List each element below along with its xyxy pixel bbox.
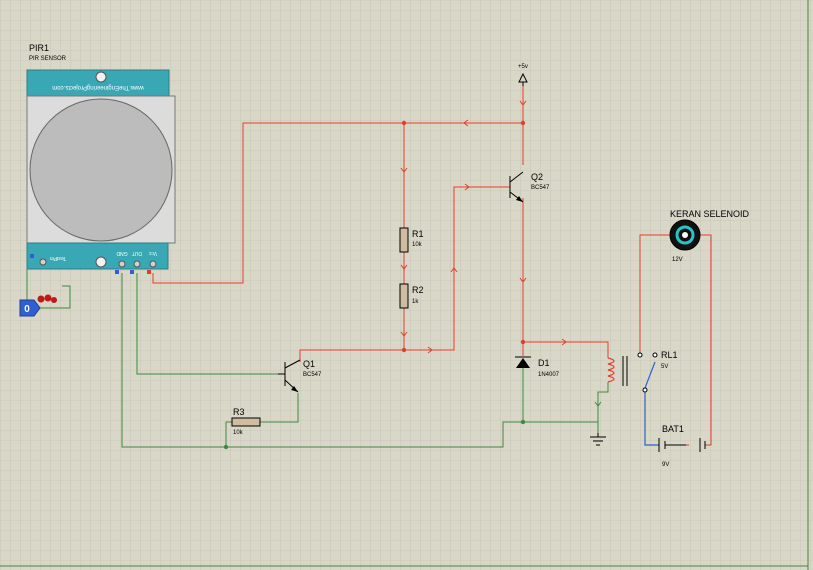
transistor-q1[interactable]: Q1 BC547 [278, 359, 322, 393]
resistor-r2[interactable]: R2 1k [399, 283, 424, 309]
pir-pin-state-testpin [30, 254, 34, 258]
wires-high [152, 86, 712, 446]
d1-part-label: 1N4007 [538, 372, 560, 378]
solenoid-name-label: KERAN SELENOID [670, 209, 750, 219]
r3-value-label: 10k [233, 430, 244, 436]
solenoid-value-label: 12V [672, 257, 683, 263]
pir-name-label: PIR SENSOR [29, 56, 67, 62]
pir-testpin-label: TestPin [50, 255, 67, 261]
pir-pin-state-gnd [115, 270, 119, 274]
relay-rl1[interactable]: RL1 5V [607, 350, 678, 393]
logic-state-value: 0 [24, 304, 30, 315]
r1-ref-label: R1 [412, 229, 424, 239]
q2-part-label: BC547 [531, 185, 550, 191]
power-label: +5v [518, 64, 528, 70]
resistor-r3[interactable]: R3 10k [231, 407, 261, 436]
solenoid-motor[interactable]: KERAN SELENOID 12V [669, 209, 750, 263]
rl1-ref-label: RL1 [661, 350, 678, 360]
battery-bat1[interactable]: BAT1 9V [658, 424, 706, 468]
wires-low [26, 261, 609, 448]
logic-state-led-1 [37, 295, 45, 303]
ground-symbol [590, 433, 606, 446]
d1-ref-label: D1 [538, 358, 550, 368]
diode-d1[interactable]: D1 1N4007 [515, 356, 560, 378]
pir-ref-label: PIR1 [29, 43, 49, 53]
q1-ref-label: Q1 [303, 359, 315, 369]
q1-part-label: BC547 [303, 372, 322, 378]
pir-pin-state-out [130, 270, 134, 274]
transistor-q2[interactable]: Q2 BC547 [509, 171, 550, 203]
bat1-value-label: 9V [662, 462, 669, 468]
pir-pin-label-vcc: Vcc [148, 250, 157, 256]
r3-ref-label: R3 [233, 407, 245, 417]
pir-sensor[interactable]: PIR1 PIR SENSOR www.TheEngineeringProjec… [26, 43, 176, 274]
rl1-value-label: 5V [661, 364, 668, 370]
pir-pin-label-gnd: GND [116, 250, 128, 256]
pir-board-url: www.TheEngineeringProjects.com [52, 84, 144, 90]
wires-mid [644, 361, 659, 446]
pir-pin-gnd[interactable] [118, 260, 126, 268]
logic-state-led-2 [44, 294, 52, 302]
pir-mount-hole-bottom [95, 256, 107, 268]
pir-pin-vcc[interactable] [149, 260, 157, 268]
pir-pin-state-vcc [147, 270, 151, 274]
power-terminal-5v[interactable]: +5v [518, 64, 528, 86]
r2-value-label: 1k [412, 299, 419, 305]
pir-lens [29, 98, 173, 242]
logic-state-toggle[interactable]: 0 [19, 294, 57, 317]
logic-state-led-3 [51, 297, 57, 303]
pir-pin-out[interactable] [133, 260, 141, 268]
pir-testpin[interactable] [39, 258, 47, 266]
q2-ref-label: Q2 [531, 172, 543, 182]
r2-ref-label: R2 [412, 285, 424, 295]
bat1-ref-label: BAT1 [662, 424, 684, 434]
resistor-r1[interactable]: R1 10k [399, 227, 424, 253]
pir-pin-label-out: OUT [132, 250, 143, 256]
junction-dots [223, 120, 526, 450]
r1-value-label: 10k [412, 242, 423, 248]
pir-mount-hole-top [95, 71, 107, 83]
